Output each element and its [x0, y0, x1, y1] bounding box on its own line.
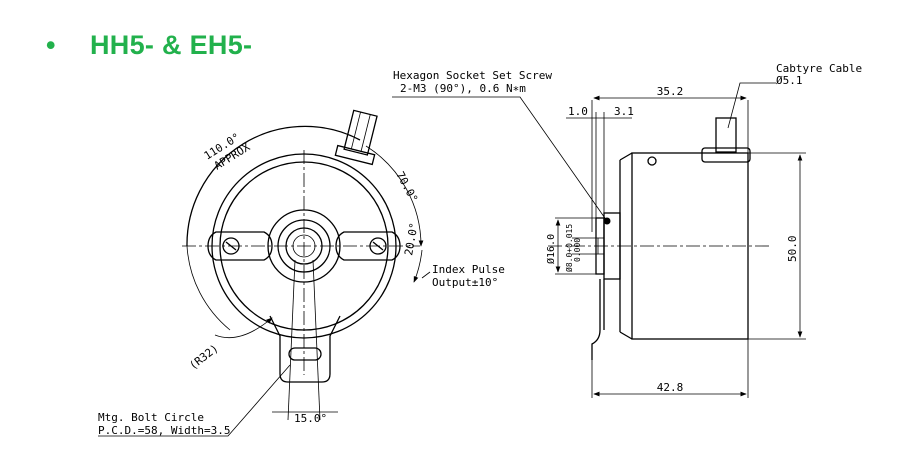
body-chamfer-top [619, 152, 633, 161]
dim-8-label: Ø8.0+0.015 [564, 224, 574, 272]
setscrew-label-2: 2-M3 (90°), 0.6 N∗m [400, 82, 526, 95]
front-cable-gland [334, 109, 378, 166]
cable-leader [727, 82, 776, 129]
rotation-arc-110 [186, 125, 361, 247]
rotation-arc-70 [365, 145, 424, 247]
rotation-arc-lower [186, 245, 231, 331]
page-heading: • HH5- & EH5- [46, 30, 252, 61]
bolt-circle-label-2: P.C.D.=58, Width=3.5 [98, 424, 230, 437]
heading-bullet: • [46, 30, 56, 60]
tab-angle-line-left [287, 259, 296, 421]
angle-70-label: 70.0° [393, 169, 420, 204]
angle-20-label: 20.0° [402, 222, 421, 257]
dim-16-label: Ø16.0 [545, 234, 557, 264]
hub-bore [285, 227, 323, 265]
cable-label-1: Cabtyre Cable [776, 62, 862, 75]
encoder-body [631, 152, 749, 340]
bolt-circle-label-1: Mtg. Bolt Circle [98, 411, 204, 424]
index-pulse-arc [413, 249, 423, 283]
cable-stub [343, 109, 378, 156]
setscrew-leader [392, 96, 608, 222]
body-screw [647, 156, 657, 166]
setscrew-label-1: Hexagon Socket Set Screw [393, 69, 552, 82]
shaft-stub [597, 237, 605, 255]
tab-angle-line-right [312, 259, 321, 421]
dim-3-label: 3.1 [614, 105, 634, 118]
front-view: 110.0° APPROX 70.0° 20.0° Index Pulse Ou… [98, 109, 505, 437]
side-cable-stub [715, 117, 737, 153]
right-flange-ear [335, 231, 401, 261]
hub-shaft [292, 234, 316, 258]
body-chamfer-bottom [619, 331, 633, 340]
heading-title: HH5- & EH5- [90, 30, 253, 60]
housing-inner-circle [219, 161, 389, 331]
hub-ring [277, 219, 331, 273]
dim-42-label: 42.8 [657, 381, 684, 394]
dim-8-tol-label: 0.000 [573, 238, 582, 262]
mounting-slot [288, 347, 322, 361]
angle-15-label: 15.0° [294, 412, 327, 425]
mounting-bracket [591, 279, 601, 360]
dim-50-label: 50.0 [786, 236, 799, 263]
right-screw-head [369, 237, 387, 255]
index-pulse-label-2: Output±10° [432, 276, 498, 289]
cable-nut [334, 144, 376, 166]
left-flange-ear [207, 231, 273, 261]
hub-outer-circle [267, 209, 341, 283]
dim-1-label: 1.0 [568, 105, 588, 118]
radius-leader [214, 317, 273, 339]
right-screw-slot [372, 241, 384, 251]
side-view: 35.2 1.0 3.1 Hexagon Socket Set Screw 2-… [392, 62, 862, 398]
index-pulse-label-1: Index Pulse [432, 263, 505, 276]
housing-outer-circle [211, 153, 397, 339]
bolt-circle-leader [98, 364, 291, 437]
dim-35-label: 35.2 [657, 85, 684, 98]
left-screw-slot [225, 241, 237, 251]
cable-label-2: Ø5.1 [776, 74, 803, 87]
index-pulse-leader [421, 271, 431, 279]
left-screw-head [222, 237, 240, 255]
side-cable-nut [701, 147, 751, 163]
radius-label: (R32) [187, 342, 221, 373]
